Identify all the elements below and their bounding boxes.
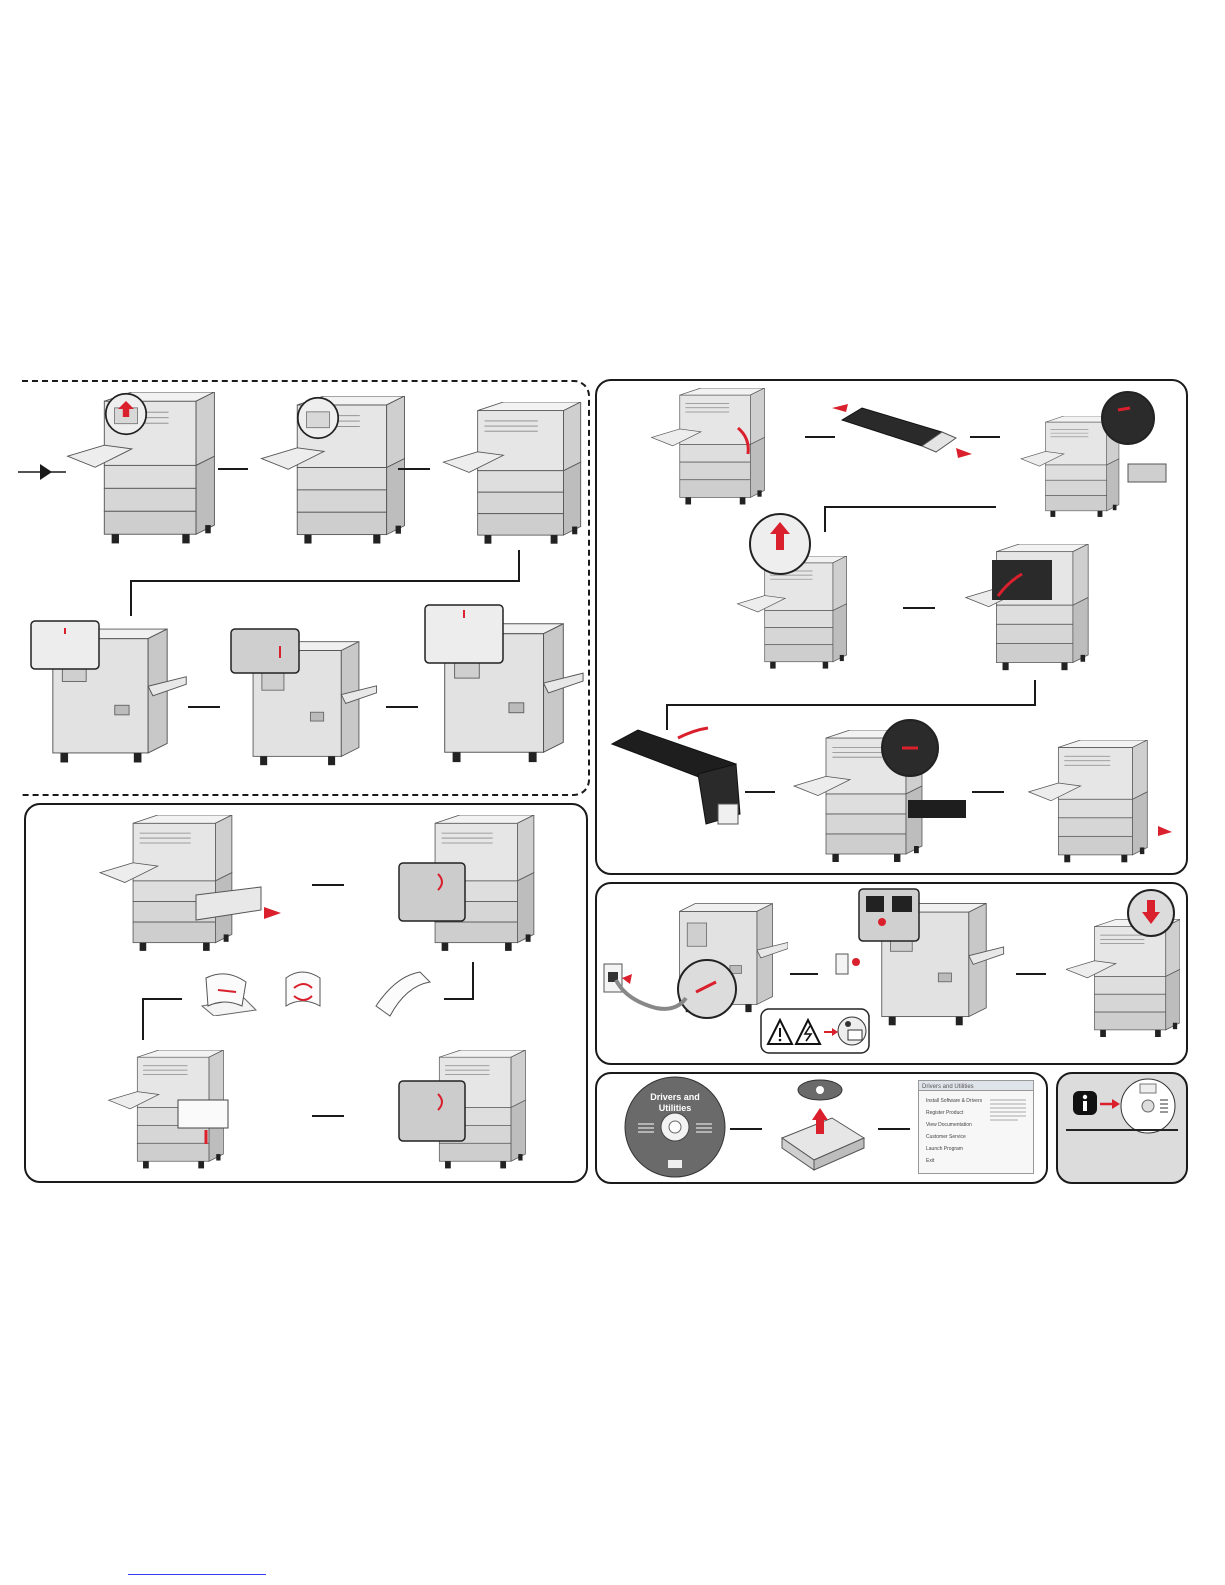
step-connector xyxy=(444,998,474,1000)
footer-link[interactable] xyxy=(128,1574,266,1575)
flex-paper-step-3 xyxy=(372,966,434,1018)
menu-item-documentation[interactable]: View Documentation xyxy=(926,1122,972,1128)
step-connector xyxy=(398,468,430,470)
menu-item-exit[interactable]: Exit xyxy=(926,1158,935,1164)
inset-tray-guides xyxy=(398,1080,466,1142)
drivers-window-title: Drivers and Utilities xyxy=(922,1084,974,1090)
menu-item-launch[interactable]: Launch Program xyxy=(926,1146,963,1152)
printer-step-close-covers xyxy=(1008,740,1184,866)
toner-cartridge-remove-seal xyxy=(608,724,748,830)
printer-step-insert-toner xyxy=(778,730,974,866)
menu-item-register[interactable]: Register Product xyxy=(926,1110,964,1116)
step-connector xyxy=(824,506,996,508)
menu-item-install[interactable]: Install Software & Drivers xyxy=(926,1098,983,1104)
arrow-right-icon xyxy=(1100,1098,1120,1110)
step-connector xyxy=(188,706,220,708)
step-connector xyxy=(970,436,1000,438)
step-connector xyxy=(903,607,935,609)
printer-step-open-tray xyxy=(86,815,286,955)
menu-item-customer-service[interactable]: Customer Service xyxy=(926,1134,966,1140)
printer-step-remove-tape-3 xyxy=(442,402,582,548)
power-wall-outlet xyxy=(834,952,864,978)
drivers-window: Drivers and Utilities Install Software &… xyxy=(918,1080,1034,1174)
step-connector xyxy=(878,1128,910,1130)
insert-cd-drive xyxy=(772,1078,868,1176)
step-connector xyxy=(518,550,520,580)
drivers-cd: Drivers and Utilities xyxy=(624,1076,726,1178)
documentation-cd xyxy=(1120,1078,1176,1134)
zoom-circle xyxy=(748,512,812,576)
flex-paper-step-2 xyxy=(272,964,334,1018)
network-wall-jack xyxy=(602,960,690,1016)
step-connector xyxy=(972,791,1004,793)
step-connector xyxy=(666,704,1036,706)
inset-rear-cover xyxy=(424,604,504,664)
cd-label-line1: Drivers and xyxy=(650,1092,700,1102)
printer-step-open-inner-cover xyxy=(952,544,1124,674)
step-connector xyxy=(218,468,248,470)
inset-paper-guides xyxy=(398,862,466,922)
inset-power-socket xyxy=(858,888,920,942)
step-connector xyxy=(142,998,182,1000)
info-divider xyxy=(1066,1129,1178,1131)
zoom-circle xyxy=(880,718,940,778)
inset-rear-panel xyxy=(30,620,100,670)
step-connector xyxy=(1034,680,1036,704)
inset-rear-connector xyxy=(230,628,300,674)
cd-label-line2: Utilities xyxy=(659,1103,692,1113)
step-connector xyxy=(386,706,418,708)
step-connector xyxy=(824,506,826,532)
step-connector xyxy=(472,962,474,998)
step-connector xyxy=(1016,973,1046,975)
step-connector xyxy=(730,1128,762,1130)
step-connector xyxy=(312,1115,344,1117)
info-icon xyxy=(1072,1090,1098,1116)
step-connector xyxy=(745,791,775,793)
zoom-circle xyxy=(1126,888,1176,938)
step-connector xyxy=(130,580,520,582)
play-arrow-icon xyxy=(18,462,68,482)
step-connector xyxy=(790,973,818,975)
step-connector xyxy=(805,436,835,438)
printer-step-insert-paper xyxy=(86,1050,286,1172)
step-connector xyxy=(312,884,344,886)
red-arrow-icon xyxy=(118,398,134,420)
toner-cartridge-shake xyxy=(832,402,972,458)
zoom-circle xyxy=(1100,390,1156,446)
flex-paper-step-1 xyxy=(196,968,258,1016)
step-connector xyxy=(142,998,144,1040)
printer-step-open-front-door xyxy=(638,388,778,508)
zoom-circle xyxy=(296,396,340,440)
